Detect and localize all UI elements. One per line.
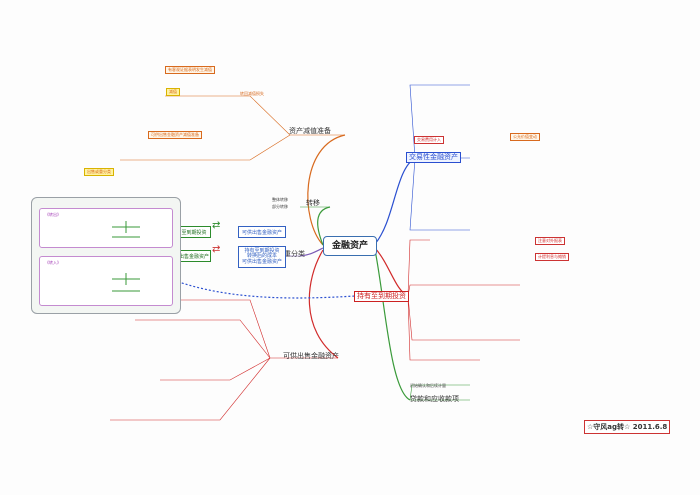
tag-fair-value: 公允价值变动 [510, 133, 540, 141]
tag-afs-impairment: 可供出售金融资产减值准备 [148, 131, 202, 139]
link-loans [374, 249, 411, 401]
available-for-sale-box: 可供出售金融资产 [238, 226, 286, 238]
held-to-maturity-box-2: 持有至到期投资 转换后的成本 可供出售金融资产 [238, 246, 286, 268]
transfer-part: 部分转移 [272, 204, 288, 209]
panel-title-in: 《转入》 [45, 260, 61, 265]
tag-reversal: 转回减值损失 [240, 91, 264, 96]
branch-available-for-sale[interactable]: 可供出售金融资产 [283, 352, 339, 360]
loans-initial-measure: 初始确认和后续计量 [410, 383, 446, 388]
link-holding [374, 247, 409, 297]
link-available [308, 249, 339, 359]
tag-trade-fee: 交易费用计入 [414, 136, 444, 144]
tag-impairment-evidence: 有客观证据表明发生减值 [165, 66, 215, 74]
transfer-whole: 整体转移 [272, 197, 288, 202]
branch-loans-receivables[interactable]: 贷款和应收款项 [410, 395, 459, 403]
link-impairment [307, 134, 346, 246]
panel-transfer-in: 《转入》 [39, 256, 173, 306]
panel-in-sketch [112, 273, 140, 292]
central-topic[interactable]: 金融资产 [323, 236, 377, 256]
tag-red-note-2: 计提利息与摊销 [535, 253, 569, 261]
branch-held-to-maturity[interactable]: 持有至到期投资 [354, 291, 409, 302]
arrow-swap-icon: ⇄ [212, 244, 221, 255]
author-signature: ☆守风ag转☆ 2011.6.8 [584, 420, 671, 434]
link-transfer [317, 206, 331, 246]
arrow-right-icon: ⇄ [212, 220, 221, 231]
tag-yellow-sale: 出售或重分类 [84, 168, 114, 176]
link-trading [374, 157, 416, 245]
branch-impairment[interactable]: 资产减值准备 [289, 127, 331, 135]
panel-transfer-out: 《转出》 [39, 208, 173, 248]
tag-yellow-impair: 减值 [166, 88, 180, 96]
branch-trading[interactable]: 交易性金融资产 [406, 152, 461, 163]
link-reclass [299, 247, 324, 257]
tag-red-note-1: 注意对外报表 [535, 237, 565, 245]
reclass-note-panel: 《转出》 《转入》 [31, 197, 181, 314]
branch-transfer[interactable]: 转移 [306, 199, 320, 207]
branch-reclassification[interactable]: 重分类 [284, 250, 305, 258]
panel-title-out: 《转出》 [45, 212, 61, 217]
link-panel-dotted [162, 275, 356, 299]
panel-out-sketch [112, 221, 140, 238]
